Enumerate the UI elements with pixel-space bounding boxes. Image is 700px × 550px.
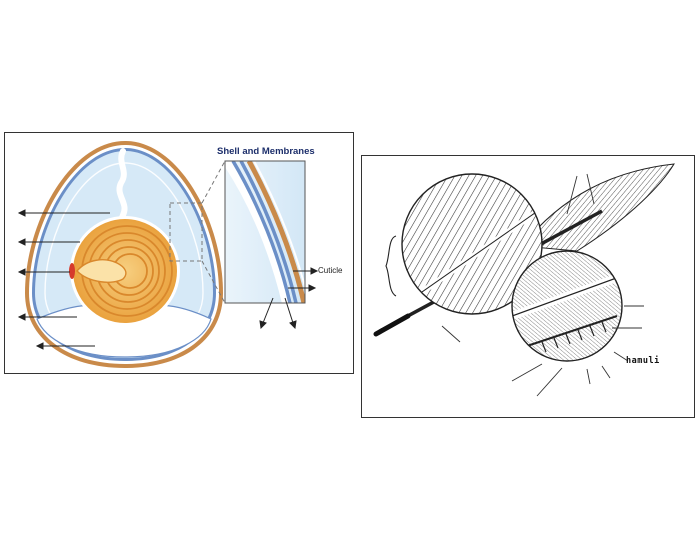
feather-calamus (373, 313, 411, 337)
egg-diagram (17, 141, 319, 368)
zoom-indicator (169, 160, 226, 304)
feather-bracket (385, 235, 397, 297)
barbule-magnification (511, 250, 623, 362)
feather-diagram-panel: hamuli (361, 155, 695, 418)
shell-membrane-inset (224, 160, 306, 304)
cuticle-label: Cuticle (318, 266, 343, 275)
feather-diagram (373, 163, 675, 397)
feather-leader-lines (441, 173, 644, 397)
leader-arrows-inset (259, 267, 319, 330)
feather-vane-tip (521, 163, 675, 252)
hamuli-label: hamuli (626, 356, 660, 366)
germinal-disc (69, 263, 75, 279)
latebra (76, 259, 127, 283)
leader-arrows-left (17, 209, 110, 350)
inset-title: Shell and Membranes (217, 146, 315, 157)
egg-diagram-panel: Shell and Membranes Cuticle (4, 132, 354, 374)
